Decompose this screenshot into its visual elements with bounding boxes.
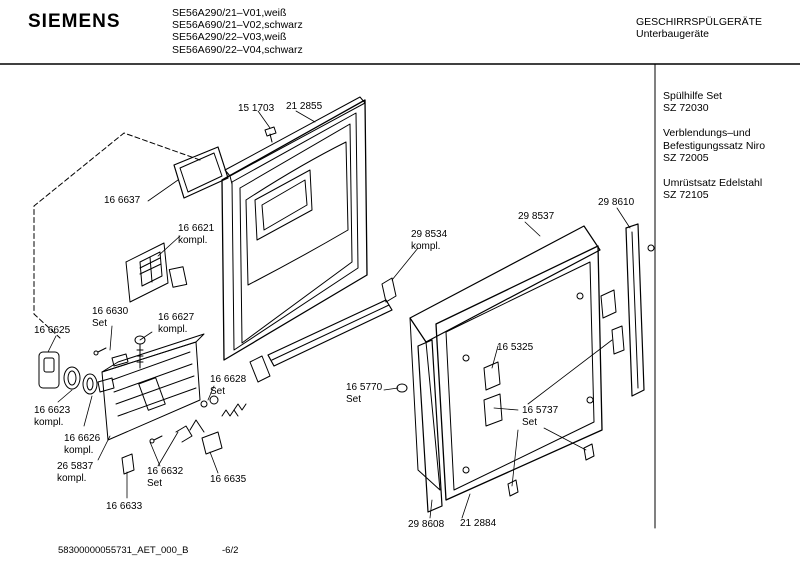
category-title: GESCHIRRSPÜLGERÄTE — [636, 16, 763, 28]
category-subtitle: Unterbaugeräte — [636, 28, 709, 41]
lock-panel — [125, 242, 188, 303]
dashed-guide — [33, 132, 201, 339]
front-panel — [409, 225, 601, 491]
part-label: 29 8608 — [408, 519, 445, 530]
part-label: 16 6635 — [210, 474, 247, 485]
accessory-group: Umrüstsatz Edelstahl SZ 72105 — [663, 177, 765, 201]
document-id: 58300000055731_AET_000_B — [58, 545, 189, 556]
accessory-group: Spülhilfe Set SZ 72030 — [663, 90, 765, 114]
part-label: 16 6637 — [104, 195, 141, 206]
switch-part — [201, 431, 223, 455]
model-line: SE56A690/22–V04,schwarz — [172, 43, 303, 56]
accessory-line: Spülhilfe Set — [663, 90, 722, 102]
page-number: -6/2 — [222, 545, 239, 556]
accessory-line: Verblendungs–und — [663, 127, 751, 140]
hooks-set — [149, 419, 205, 444]
accessory-line: SZ 72030 — [663, 102, 709, 115]
leader-lines — [47, 110, 631, 519]
window-frame — [173, 146, 229, 199]
control-unit — [101, 333, 205, 441]
part-label: 16 5325 — [497, 342, 534, 353]
model-line: SE56A290/21–V01,weiß — [172, 7, 287, 19]
part-label: 16 6625 — [34, 325, 71, 336]
accessory-group: Verblendungs–und Befestigungssatz Niro S… — [663, 127, 765, 164]
part-label: 21 2855 — [286, 101, 323, 112]
dispenser-rail — [249, 277, 397, 383]
springs-set — [200, 395, 247, 417]
decor-panel — [435, 245, 603, 501]
part-label: 16 6633 — [106, 501, 143, 512]
top-rail — [224, 96, 366, 177]
knob-parts — [38, 351, 115, 395]
accessory-line: SZ 72105 — [663, 189, 709, 202]
accessory-list: Spülhilfe Set SZ 72030 Verblendungs–und … — [663, 90, 765, 214]
model-list: SE56A290/21–V01,weiß SE56A690/21–V02,sch… — [172, 7, 303, 56]
accessory-line: SZ 72005 — [663, 151, 709, 164]
part-label: 15 1703 — [238, 103, 275, 114]
model-line: SE56A690/21–V02,schwarz — [172, 19, 303, 32]
side-strips — [417, 223, 655, 513]
brand-logo: SIEMENS — [28, 11, 121, 32]
part-label: 29 8610 — [598, 197, 635, 208]
latch-parts — [396, 289, 625, 497]
accessory-line: Befestigungssatz Niro — [663, 139, 766, 152]
inner-door-panel — [221, 99, 368, 361]
model-line: SE56A290/22–V03,weiß — [172, 31, 287, 44]
part-label: 21 2884 — [460, 518, 497, 529]
accessory-line: Umrüstsatz Edelstahl — [663, 177, 763, 190]
category-block: GESCHIRRSPÜLGERÄTE Unterbaugeräte — [636, 16, 762, 40]
bracket-part — [121, 453, 135, 475]
screw-part — [264, 126, 277, 143]
small-parts — [93, 335, 146, 369]
part-label: 29 8537 — [518, 211, 555, 222]
